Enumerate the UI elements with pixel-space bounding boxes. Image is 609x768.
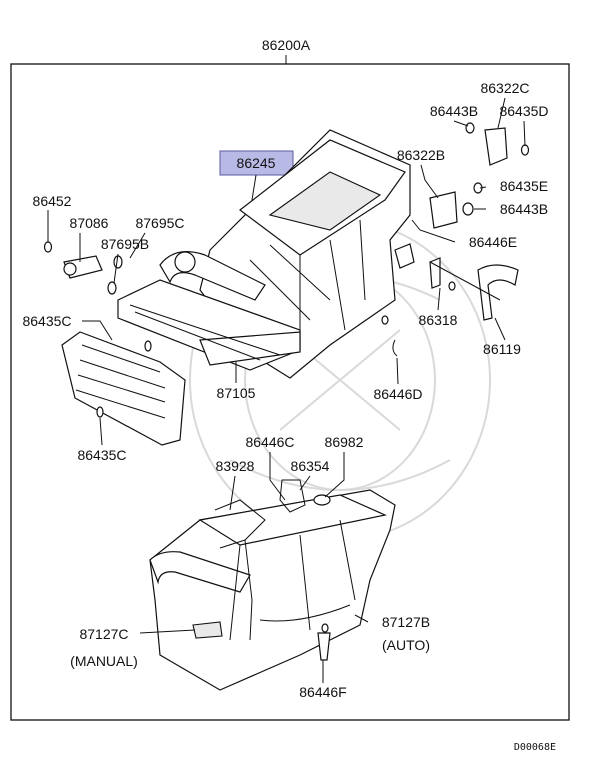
label-86452[interactable]: 86452 bbox=[33, 193, 72, 209]
label-86245[interactable]: 86245 bbox=[237, 155, 276, 171]
label-86322B[interactable]: 86322B bbox=[397, 147, 445, 163]
label-86443B-right[interactable]: 86443B bbox=[500, 201, 548, 217]
label-86318[interactable]: 86318 bbox=[419, 312, 458, 328]
part-labels: 86322C 86443B 86435D 86322B 86435E 86443… bbox=[22, 80, 548, 700]
drawing-code: D00068E bbox=[514, 742, 556, 753]
label-86446D[interactable]: 86446D bbox=[373, 386, 422, 402]
label-87105[interactable]: 87105 bbox=[217, 385, 256, 401]
label-86435C-bottom[interactable]: 86435C bbox=[77, 447, 126, 463]
side-cover-86435C bbox=[61, 331, 186, 446]
label-83928[interactable]: 83928 bbox=[216, 458, 255, 474]
heater-unit-lower bbox=[149, 479, 396, 691]
label-86354[interactable]: 86354 bbox=[291, 458, 330, 474]
label-86435E[interactable]: 86435E bbox=[500, 178, 548, 194]
label-86446E[interactable]: 86446E bbox=[469, 234, 517, 250]
label-manual-note: (MANUAL) bbox=[70, 653, 138, 669]
label-87695C[interactable]: 87695C bbox=[135, 215, 184, 231]
small-parts-left bbox=[43, 241, 123, 295]
diagram-frame bbox=[10, 63, 570, 721]
highlight-86245-box bbox=[219, 150, 294, 176]
label-87127B[interactable]: 87127B bbox=[382, 614, 430, 630]
leader-lines bbox=[47, 97, 526, 683]
label-86446C[interactable]: 86446C bbox=[245, 434, 294, 450]
label-auto-note: (AUTO) bbox=[382, 637, 430, 653]
label-86435C-top[interactable]: 86435C bbox=[22, 313, 71, 329]
label-87127C[interactable]: 87127C bbox=[79, 626, 128, 642]
label-86443B-top[interactable]: 86443B bbox=[430, 103, 478, 119]
label-87695B[interactable]: 87695B bbox=[101, 236, 149, 252]
label-86322C[interactable]: 86322C bbox=[480, 80, 529, 96]
label-86982[interactable]: 86982 bbox=[325, 434, 364, 450]
label-86435D[interactable]: 86435D bbox=[499, 103, 548, 119]
label-87086[interactable]: 87086 bbox=[70, 215, 109, 231]
label-86119[interactable]: 86119 bbox=[483, 341, 521, 357]
label-86446F[interactable]: 86446F bbox=[299, 684, 346, 700]
heater-unit-upper bbox=[117, 129, 411, 379]
right-side-parts bbox=[381, 122, 530, 357]
label-86200A[interactable]: 86200A bbox=[262, 37, 311, 53]
